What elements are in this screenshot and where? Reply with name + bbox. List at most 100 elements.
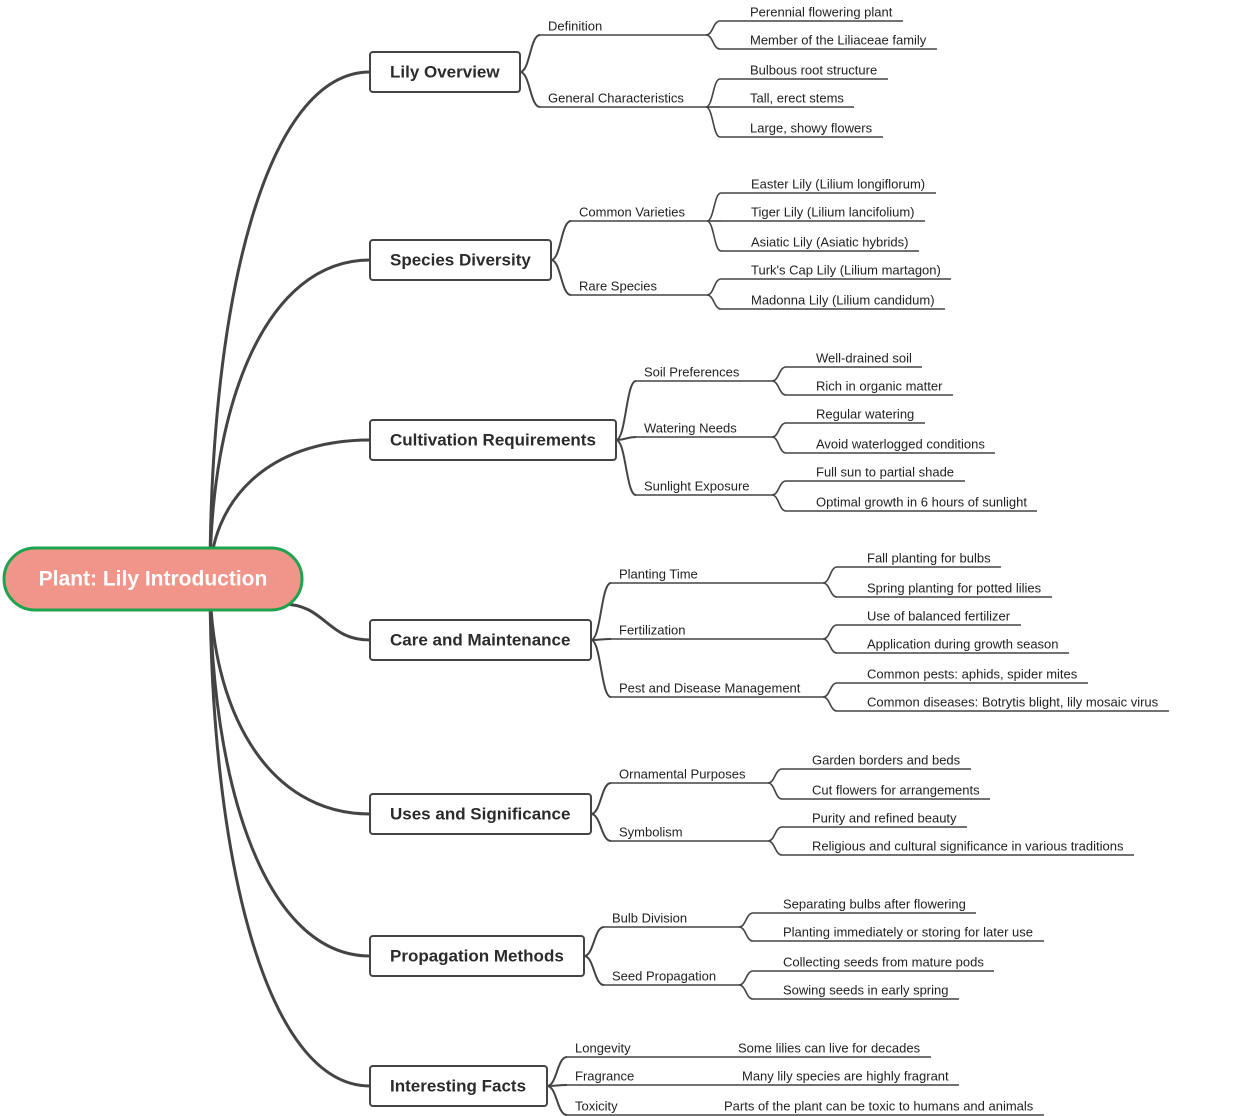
connector-line [705, 34, 721, 50]
connector-line [590, 782, 612, 815]
branch-node-interesting-facts[interactable] [369, 1065, 548, 1107]
branch-label: Propagation Methods [390, 947, 564, 966]
connector-lines [208, 20, 1169, 1116]
connector-line [208, 258, 371, 580]
connector-line [706, 220, 722, 252]
connector-line [590, 582, 612, 641]
sub-node-fragrance: Fragrance [575, 1069, 634, 1084]
branch-box [369, 935, 585, 977]
leaf-node: Purity and refined beauty [812, 811, 957, 826]
sub-node-sunlight-exposure: Sunlight Exposure [644, 479, 750, 494]
leaf-node: Well-drained soil [816, 351, 912, 366]
connector-line [706, 294, 722, 310]
connector-line [822, 624, 838, 640]
connector-line [705, 20, 721, 36]
connector-line [738, 912, 754, 928]
leaf-node: Rich in organic matter [816, 379, 943, 394]
connector-line [771, 480, 787, 496]
sub-node-common-varieties: Common Varieties [579, 205, 685, 220]
connector-line [208, 578, 371, 1088]
leaf-node: Perennial flowering plant [750, 5, 893, 20]
branch-label: Lily Overview [390, 63, 500, 82]
sub-node-general-characteristics: General Characteristics [548, 91, 684, 106]
connector-line [738, 926, 754, 942]
sub-node-ornamental-purposes: Ornamental Purposes [619, 767, 746, 782]
connector-line [705, 78, 721, 108]
branch-node-propagation-methods[interactable] [369, 935, 585, 977]
leaf-node: Turk's Cap Lily (Lilium martagon) [751, 263, 941, 278]
connector-line [767, 840, 783, 856]
leaf-node: Planting immediately or storing for late… [783, 925, 1033, 940]
sub-node-fertilization: Fertilization [619, 623, 685, 638]
connector-line [546, 1056, 568, 1087]
connector-line [519, 71, 541, 108]
connector-line [767, 826, 783, 842]
leaf-node: Religious and cultural significance in v… [812, 839, 1124, 854]
leaf-node: Spring planting for potted lilies [867, 581, 1042, 596]
branch-node-species-diversity[interactable] [369, 239, 552, 281]
branch-node-care-and-maintenance[interactable] [369, 619, 592, 661]
sub-node-planting-time: Planting Time [619, 567, 698, 582]
connector-line [208, 578, 371, 958]
connector-line [615, 439, 637, 496]
connector-line [738, 984, 754, 1000]
sub-node-rare-species: Rare Species [579, 279, 658, 294]
leaf-node: Fall planting for bulbs [867, 551, 991, 566]
connector-line [771, 366, 787, 382]
sub-node-symbolism: Symbolism [619, 825, 683, 840]
leaf-node: Full sun to partial shade [816, 465, 954, 480]
sub-node-pest-and-disease-management: Pest and Disease Management [619, 681, 801, 696]
leaf-node: Member of the Liliaceae family [750, 33, 927, 48]
branch-node-cultivation-requirements[interactable] [369, 419, 617, 461]
connector-line [590, 813, 612, 842]
connector-line [583, 926, 605, 957]
mindmap-nodes: Lily Overview Definition Perennial floweri… [2, 5, 1159, 1114]
connector-line [822, 566, 838, 584]
branch-node-lily-overview[interactable] [369, 51, 521, 93]
connector-line [590, 639, 612, 698]
connector-line [706, 278, 722, 296]
leaf-node: Regular watering [816, 407, 914, 422]
branch-label: Care and Maintenance [390, 631, 570, 650]
leaf-node: Common pests: aphids, spider mites [867, 667, 1078, 682]
branch-box [369, 239, 552, 281]
leaf-node: Tall, erect stems [750, 91, 844, 106]
connector-line [767, 768, 783, 784]
connector-line [771, 494, 787, 512]
connector-line [738, 970, 754, 986]
branch-box [369, 1065, 548, 1107]
root-label: Plant: Lily Introduction [39, 568, 268, 591]
leaf-node: Parts of the plant can be toxic to human… [724, 1099, 1034, 1114]
connector-line [583, 955, 605, 986]
connector-line [822, 582, 838, 598]
root-node[interactable]: Plant: Lily Introduction [2, 546, 304, 612]
connector-line [281, 602, 371, 642]
leaf-node: Easter Lily (Lilium longiflorum) [751, 177, 925, 192]
branch-label: Species Diversity [390, 251, 531, 270]
leaf-node: Tiger Lily (Lilium lancifolium) [751, 205, 915, 220]
sub-node-longevity: Longevity [575, 1041, 631, 1056]
leaf-node: Collecting seeds from mature pods [783, 955, 984, 970]
connector-line [822, 638, 838, 654]
leaf-node: Optimal growth in 6 hours of sunlight [816, 495, 1027, 510]
sub-node-seed-propagation: Seed Propagation [612, 969, 716, 984]
sub-node-soil-preferences: Soil Preferences [644, 365, 740, 380]
connector-line [550, 220, 572, 261]
sub-node-definition: Definition [548, 19, 602, 34]
leaf-node: Large, showy flowers [750, 121, 873, 136]
connector-line [706, 192, 722, 222]
connector-line [519, 34, 541, 73]
branch-node-uses-and-significance[interactable] [369, 793, 592, 835]
branch-box [369, 51, 521, 93]
connector-line [208, 70, 371, 580]
connector-line [771, 380, 787, 396]
connector-line [615, 380, 637, 441]
connector-line [550, 259, 572, 296]
leaf-node: Common diseases: Botrytis blight, lily m… [867, 695, 1159, 710]
connector-line [208, 578, 371, 816]
leaf-node: Use of balanced fertilizer [867, 609, 1011, 624]
connector-line [705, 106, 721, 138]
leaf-node: Some lilies can live for decades [738, 1041, 921, 1056]
leaf-node: Separating bulbs after flowering [783, 897, 966, 912]
